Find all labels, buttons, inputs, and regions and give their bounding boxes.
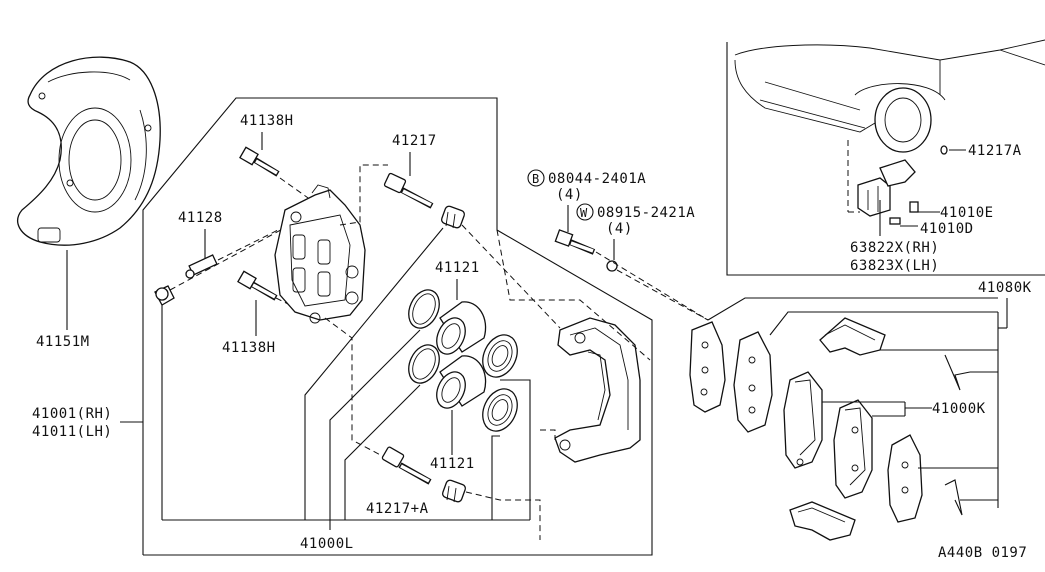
dust-boot-bottom[interactable] bbox=[476, 383, 524, 436]
washer-w-marker-circle bbox=[576, 203, 594, 221]
sensor-e-label[interactable]: 41010E bbox=[940, 205, 994, 221]
brake-pad-inner[interactable] bbox=[833, 399, 873, 499]
caliper-bolt-bottom[interactable] bbox=[237, 270, 278, 301]
caliper-body[interactable] bbox=[274, 184, 366, 324]
sensor-cap[interactable] bbox=[940, 145, 948, 155]
piston-top[interactable] bbox=[431, 301, 487, 359]
pin-boot-top[interactable] bbox=[441, 205, 466, 229]
guide-pin-top[interactable] bbox=[383, 172, 434, 209]
seal-kit-label[interactable]: 41000L bbox=[300, 536, 354, 552]
pin-boot-bottom[interactable] bbox=[442, 479, 467, 503]
caliper-mounting-bracket[interactable] bbox=[554, 317, 641, 463]
pin-bottom-label[interactable]: 41217+A bbox=[366, 501, 429, 517]
sensor-clip[interactable] bbox=[909, 201, 919, 213]
pad-spring-top[interactable] bbox=[944, 354, 971, 391]
sensor-d-label[interactable]: 41010D bbox=[920, 221, 974, 237]
vehicle-illustration bbox=[734, 39, 1045, 153]
pad-shim-rear[interactable] bbox=[887, 434, 923, 523]
caliper-lh-label[interactable]: 41011(LH) bbox=[32, 424, 112, 440]
bolt-b-part-label[interactable]: 08044-2401A bbox=[548, 171, 646, 187]
sensor-rh-label[interactable]: 63822X(RH) bbox=[850, 240, 939, 256]
brake-pad-outer[interactable] bbox=[783, 371, 823, 469]
caliper-rh-label[interactable]: 41001(RH) bbox=[32, 406, 112, 422]
splash-shield[interactable] bbox=[17, 56, 161, 246]
wear-sensor[interactable] bbox=[857, 159, 916, 217]
sensor-cap-label[interactable]: 41217A bbox=[968, 143, 1022, 159]
sensor-lh-label[interactable]: 63823X(LH) bbox=[850, 258, 939, 274]
washer-w-marker: W bbox=[580, 206, 588, 220]
washer-w-qty: (4) bbox=[606, 221, 633, 237]
piston-top-label[interactable]: 41121 bbox=[435, 260, 480, 276]
bolt-b-marker-circle bbox=[527, 169, 545, 187]
bleeder-screw[interactable] bbox=[185, 254, 218, 279]
bolt-top-label[interactable]: 41138H bbox=[240, 113, 294, 129]
anti-rattle-clip-bottom[interactable] bbox=[789, 501, 856, 541]
pad-spring-bottom[interactable] bbox=[944, 479, 963, 516]
pad-kit-label[interactable]: 41080K bbox=[978, 280, 1032, 296]
bolt-bottom-label[interactable]: 41138H bbox=[222, 340, 276, 356]
piston-bottom-label[interactable]: 41121 bbox=[430, 456, 475, 472]
pin-top-label[interactable]: 41217 bbox=[392, 133, 437, 149]
bolt-b-marker: B bbox=[532, 172, 540, 186]
lock-washer[interactable] bbox=[606, 260, 618, 272]
guide-pin-bottom[interactable] bbox=[381, 446, 432, 485]
pad-shim-outer[interactable] bbox=[689, 321, 726, 413]
footer-code: A440B 0197 bbox=[938, 545, 1027, 561]
pads-label[interactable]: 41000K bbox=[932, 401, 986, 417]
shield-part-label[interactable]: 41151M bbox=[36, 334, 90, 350]
vehicle-inset-frame bbox=[726, 42, 1045, 276]
dust-boot-top[interactable] bbox=[476, 329, 524, 382]
bleeder-label[interactable]: 41128 bbox=[178, 210, 223, 226]
piston-bottom[interactable] bbox=[431, 355, 487, 413]
anti-rattle-clip-top[interactable] bbox=[819, 317, 886, 356]
bolt-b-qty: (4) bbox=[556, 187, 583, 203]
bleeder-cap[interactable] bbox=[154, 285, 175, 306]
washer-w-part-label[interactable]: 08915-2421A bbox=[597, 205, 695, 221]
piston-seal-bottom[interactable] bbox=[403, 340, 445, 388]
caliper-assembly-frame bbox=[142, 97, 653, 556]
mounting-bolt[interactable] bbox=[554, 229, 596, 255]
piston-seal-top[interactable] bbox=[403, 285, 445, 333]
pad-shim-inner[interactable] bbox=[733, 331, 773, 433]
caliper-bolt-top[interactable] bbox=[239, 146, 280, 177]
sensor-screw[interactable] bbox=[889, 217, 901, 225]
